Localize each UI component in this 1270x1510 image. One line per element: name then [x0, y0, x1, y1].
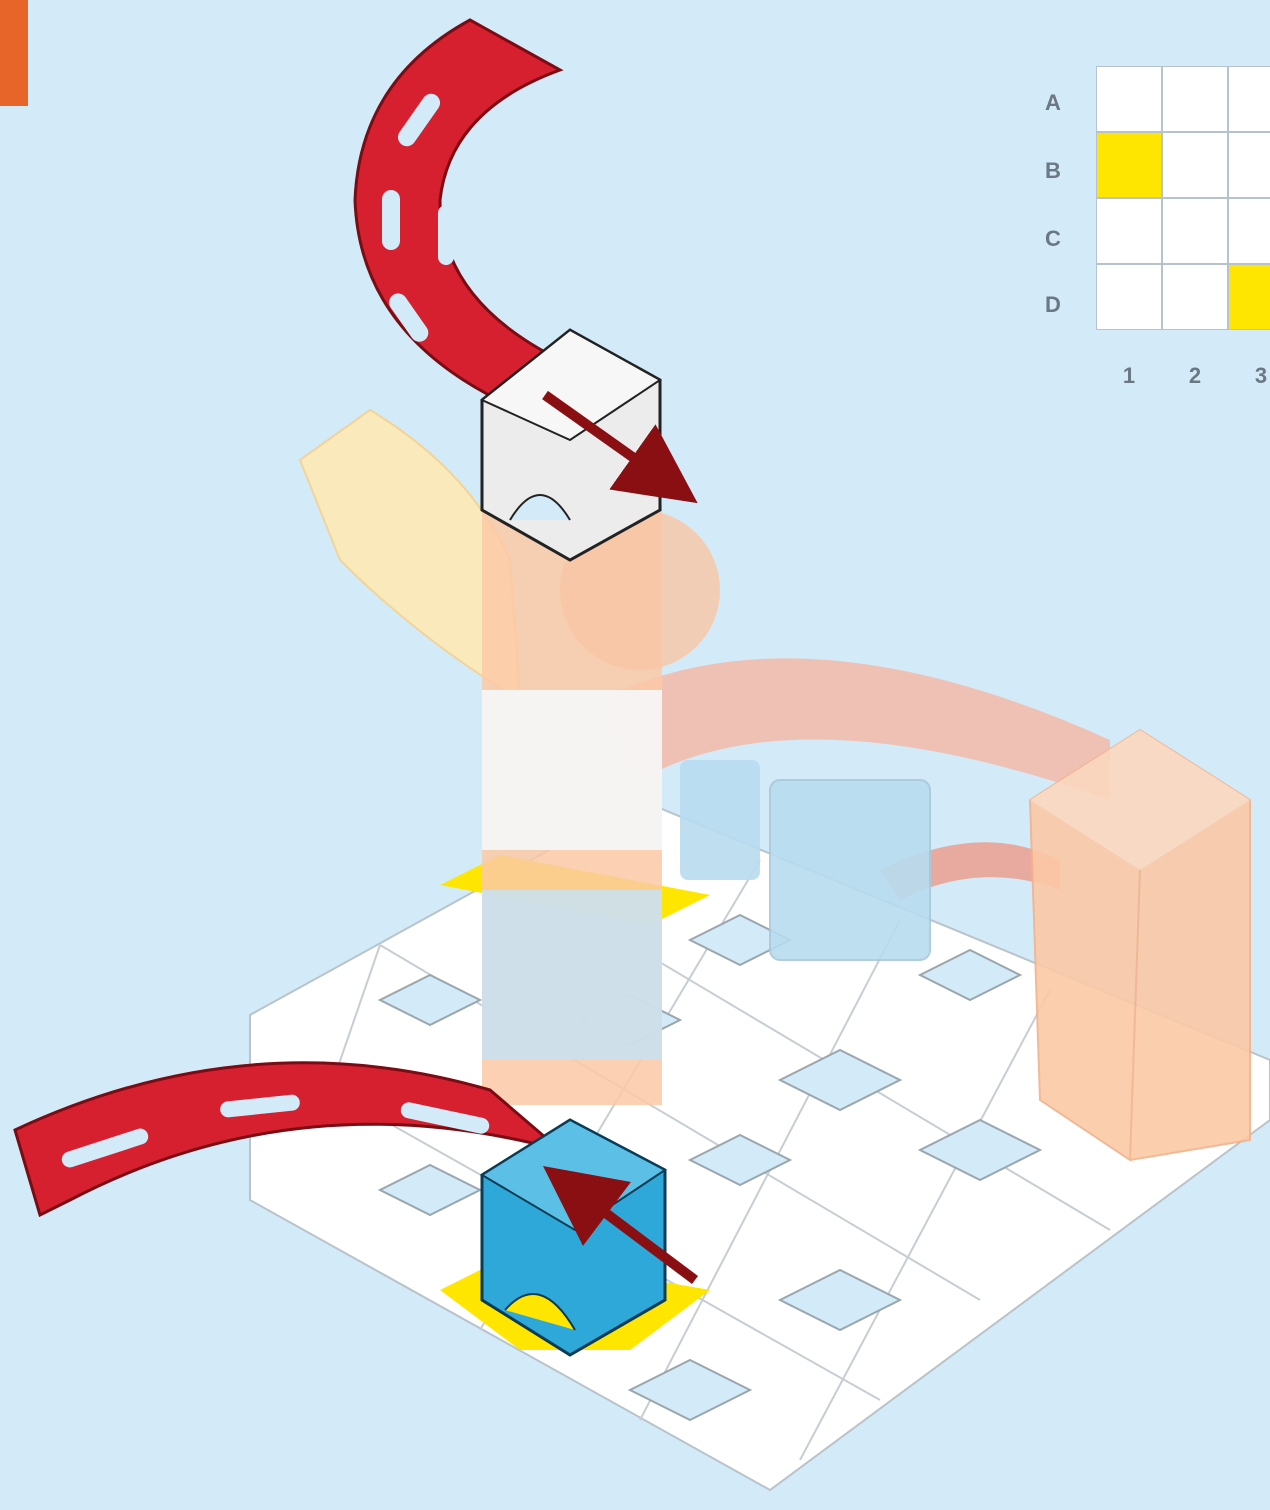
row-label-a: A — [1038, 70, 1068, 136]
tower-ghost — [1030, 730, 1250, 1160]
support-blue-ghost-1 — [770, 780, 930, 960]
cell-b1 — [1096, 132, 1162, 198]
curve-back-ghost — [600, 658, 1110, 800]
row-label-b: B — [1038, 138, 1068, 204]
col-label-2: 2 — [1162, 356, 1228, 396]
cell-a3 — [1228, 66, 1270, 132]
cell-c2 — [1162, 198, 1228, 264]
cell-d2 — [1162, 264, 1228, 330]
cell-d3 — [1228, 264, 1270, 330]
row-label-d: D — [1038, 272, 1068, 338]
cell-a2 — [1162, 66, 1228, 132]
cell-a1 — [1096, 66, 1162, 132]
cell-d1 — [1096, 264, 1162, 330]
cell-c3 — [1228, 198, 1270, 264]
col-label-3: 3 — [1228, 356, 1270, 396]
cell-b3 — [1228, 132, 1270, 198]
row-label-c: C — [1038, 206, 1068, 272]
cell-c1 — [1096, 198, 1162, 264]
position-grid: A B C D 1 2 3 — [1030, 66, 1270, 396]
col-label-1: 1 — [1096, 356, 1162, 396]
cell-b2 — [1162, 132, 1228, 198]
